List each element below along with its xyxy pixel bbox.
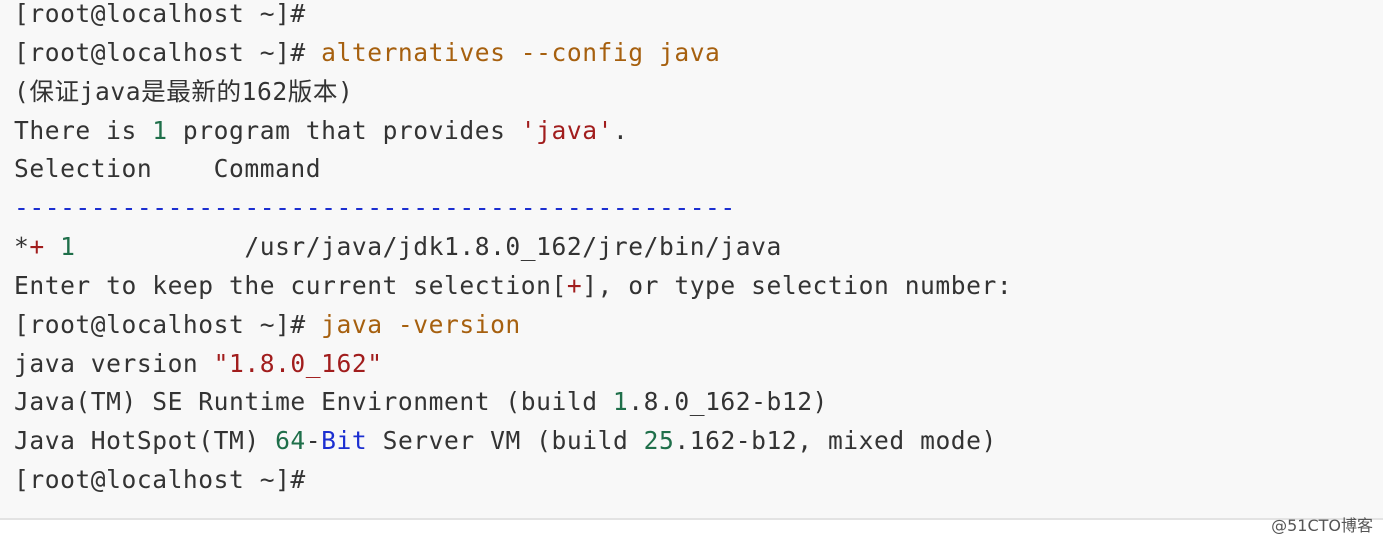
terminal-token: Enter to keep the current selection[ xyxy=(14,270,567,300)
terminal-token: Server VM (build xyxy=(367,426,644,456)
terminal-token: + xyxy=(29,232,45,262)
terminal-line: *+ 1 /usr/java/jdk1.8.0_162/jre/bin/java xyxy=(14,233,1012,272)
terminal-line: Java(TM) SE Runtime Environment (build 1… xyxy=(14,388,1012,427)
terminal-line: There is 1 program that provides 'java'. xyxy=(14,115,1012,156)
terminal-token: . xyxy=(612,115,629,145)
terminal-token: 25 xyxy=(643,426,675,456)
terminal-token: * xyxy=(14,232,30,262)
terminal-token: [root@localhost ~]# xyxy=(14,0,306,28)
terminal-token: - xyxy=(305,426,322,456)
terminal-token: "1.8.0_162" xyxy=(213,348,383,378)
terminal-token: 'java' xyxy=(520,115,613,145)
terminal-line: Selection Command xyxy=(14,155,1012,194)
terminal-token: 64 xyxy=(275,426,306,456)
terminal-token: There is xyxy=(14,115,153,145)
terminal-line: [root@localhost ~]# xyxy=(14,466,1012,505)
terminal-token: java -version xyxy=(321,309,521,339)
terminal-token: java version xyxy=(14,348,214,378)
watermark-text: @51CTO博客 xyxy=(1271,516,1373,535)
terminal-token: Java HotSpot(TM) xyxy=(14,426,276,456)
terminal-token: + xyxy=(566,270,583,300)
terminal-token: [root@localhost ~]# xyxy=(14,465,306,495)
terminal-line: [root@localhost ~]# java -version xyxy=(14,309,1012,350)
terminal-token: (保证java是最新的162版本) xyxy=(14,76,354,106)
terminal-token: Java(TM) SE Runtime Environment (build xyxy=(14,387,613,417)
terminal-line: [root@localhost ~]# alternatives --confi… xyxy=(14,37,1012,78)
terminal-line: Java HotSpot(TM) 64-Bit Server VM (build… xyxy=(14,427,1012,466)
terminal-line: Enter to keep the current selection[+], … xyxy=(14,270,1013,311)
terminal-token: ----------------------------------------… xyxy=(14,193,736,223)
terminal-line: ----------------------------------------… xyxy=(14,194,1012,233)
terminal-token: .162-b12, mixed mode) xyxy=(674,426,997,456)
terminal-token xyxy=(45,232,60,261)
terminal-token: /usr/java/jdk1.8.0_162/jre/bin/java xyxy=(75,232,782,262)
terminal-token: [root@localhost ~]# xyxy=(14,37,322,67)
terminal-code-block: [root@localhost ~]#[root@localhost ~]# a… xyxy=(0,0,1383,520)
terminal-token: ], or type selection number: xyxy=(582,270,1013,300)
terminal-line: java version "1.8.0_162" xyxy=(14,348,1012,389)
terminal-token: program that provides xyxy=(167,115,521,145)
terminal-line: (保证java是最新的162版本) xyxy=(14,76,1012,117)
terminal-token: .8.0_162-b12) xyxy=(628,387,828,417)
terminal-token: 1 xyxy=(612,387,629,417)
terminal-token: Selection Command xyxy=(14,154,322,184)
terminal-token: 1 xyxy=(60,232,76,262)
terminal-token: 1 xyxy=(152,115,168,145)
terminal-token: [root@localhost ~]# xyxy=(14,309,322,339)
terminal-output: [root@localhost ~]#[root@localhost ~]# a… xyxy=(14,0,1012,505)
terminal-token: Bit xyxy=(321,426,368,456)
terminal-token: alternatives --config java xyxy=(321,37,721,67)
terminal-line: [root@localhost ~]# xyxy=(14,0,1012,39)
